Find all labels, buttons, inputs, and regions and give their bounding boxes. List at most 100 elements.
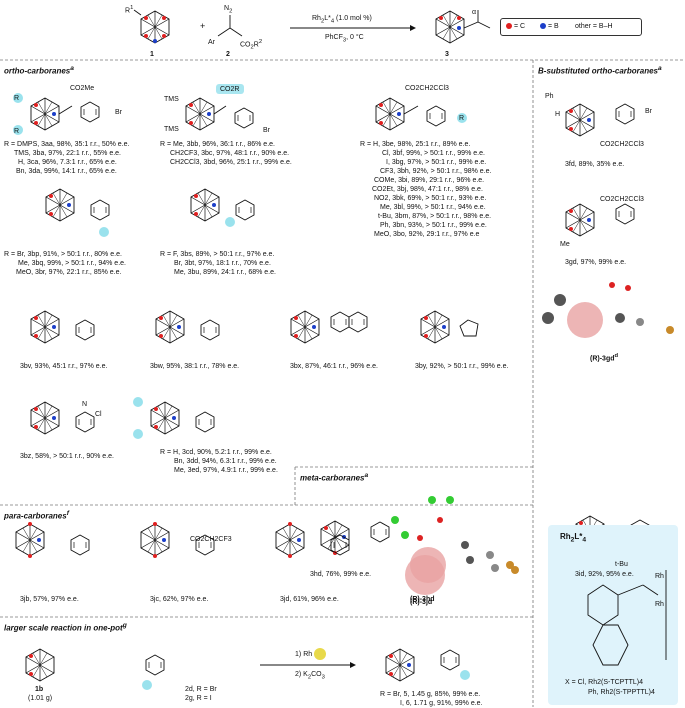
legend-boron: = B: [540, 22, 559, 31]
ortho-block1: R = DMPS, 3aa, 98%, 35:1 r.r., 50% e.e.T…: [4, 141, 130, 175]
para-xray-3jd: [391, 516, 519, 595]
scale-product-structure: [385, 648, 470, 682]
scale-2g-label: 2g, R = I: [185, 695, 212, 702]
ortho-block5: R = F, 3bs, 89%, > 50:1 r.r., 97% e.e.Br…: [160, 251, 276, 276]
label-n2: N2: [224, 5, 233, 15]
para-header: para-carboranesf: [4, 510, 69, 521]
ortho-block3: R = H, 3be, 98%, 25:1 r.r., 89% e.e.Cl, …: [360, 141, 492, 238]
ome-label: CO2Me: [70, 85, 95, 92]
conditions-label: PhCF3, 0 °C: [325, 34, 364, 44]
meta-3hd-label: 3hd, 76%, 99% e.e.: [310, 571, 372, 578]
ester-label-a: CO2CH2CCl3: [405, 85, 449, 92]
ortho-block4: R = Br, 3bp, 91%, > 50:1 r.r., 80% e.e.M…: [4, 251, 126, 276]
co2r-label: CO2R: [220, 86, 240, 93]
bsub-3fd-label: 3fd, 89%, 35% e.e.: [565, 161, 625, 168]
scale-2d-label: 2d, R = Br: [185, 686, 217, 693]
ortho-header: ortho-carboranesa: [4, 65, 74, 76]
scale-1b-mass: (1.01 g): [28, 695, 53, 702]
scale-1b-label: 1b: [35, 686, 44, 693]
bsub-xray-label: (R)-3gdd: [590, 353, 619, 363]
scale-1b-structure: [25, 648, 55, 682]
compound-3-structure: [435, 10, 491, 44]
ortho-3by-structure: [420, 310, 479, 344]
r-label-b: R: [14, 128, 20, 135]
cl-label: Cl: [95, 411, 102, 418]
rh-title: Rh2L*4: [560, 532, 587, 544]
label-1: 1: [150, 51, 154, 58]
catalyst-label: Rh2L*4 (1.0 mol %): [312, 15, 372, 25]
ortho-3bv-structure: [30, 310, 95, 344]
ester-cf3-label: CO2CH2CF3: [190, 536, 232, 543]
bsub-3gd-label: 3gd, 97%, 99% e.e.: [565, 259, 627, 266]
br-label-b: Br: [263, 127, 270, 134]
ortho-3be-structure: [375, 97, 467, 131]
rh-tbu: t-Bu: [615, 561, 628, 568]
meta-xray-label: (R)-3hd: [410, 596, 435, 603]
meta-header: meta-carboranesa: [300, 472, 369, 483]
br-label-c: Br: [645, 108, 652, 115]
para-xray-label: (R)-3jd: [410, 599, 433, 606]
br-label-a: Br: [115, 109, 122, 116]
r-label-c: R: [459, 115, 465, 122]
scale-2-structure: [142, 654, 165, 690]
ortho-3bx-label: 3bx, 87%, 46:1 r.r., 96% e.e.: [290, 363, 378, 370]
para-3jb-label: 3jb, 57%, 97% e.e.: [20, 596, 79, 603]
para-3jc-structure: [140, 522, 215, 558]
ester-label-c: CO2CH2CCl3: [600, 196, 644, 203]
ortho-3bp-structure: [45, 188, 110, 237]
label-alpha: α: [472, 9, 477, 16]
para-3jc-label: 3jc, 62%, 97% e.e.: [150, 596, 209, 603]
rh-catalyst-icon: [314, 648, 326, 660]
legend-other: other = B–H: [575, 23, 613, 30]
scale-step1: 1) Rh: [295, 651, 313, 658]
rh-atom-1: Rh: [655, 573, 664, 580]
ortho-3bs-structure: [190, 188, 255, 227]
label-3: 3: [445, 51, 449, 58]
scale-result2: I, 6, 1.71 g, 91%, 99% e.e.: [400, 700, 483, 707]
scale-result1: R = Br, 5, 1.45 g, 85%, 99% e.e.: [380, 691, 481, 698]
ortho-3bx-structure: [290, 310, 368, 344]
para-3jd-label: 3jd, 61%, 96% e.e.: [280, 596, 339, 603]
n-label: N: [82, 401, 88, 408]
ortho-block2: R = Me, 3bb, 96%, 36:1 r.r., 86% e.e.CH2…: [160, 141, 292, 166]
para-3jd-structure: [275, 522, 350, 558]
h-label: H: [555, 111, 561, 118]
ortho-3bv-label: 3bv, 93%, 45:1 r.r., 97% e.e.: [20, 363, 108, 370]
label-co2r2: CO2R2: [240, 39, 263, 51]
ortho-block6: R = H, 3cd, 90%, 5.2:1 r.r., 99% e.e.Bn,…: [160, 449, 278, 474]
rh-catalyst-box: [548, 525, 678, 705]
tms-label-b: TMS: [164, 126, 179, 133]
compound-2-structure: [217, 15, 243, 37]
para-3jb-structure: [15, 522, 90, 558]
rh-line1: X = Cl, Rh2(S-TCPTTL)4: [565, 679, 643, 686]
legend-box: [500, 18, 642, 36]
ortho-3bz-label: 3bz, 58%, > 50:1 r.r., 90% e.e.: [20, 453, 114, 460]
ortho-3bw-structure: [155, 310, 220, 344]
tms-label-a: TMS: [164, 96, 179, 103]
label-2: 2: [226, 51, 230, 58]
label-r1: R1: [125, 5, 134, 15]
ortho-3bb-structure: [185, 84, 254, 131]
scale-step2: 2) K2CO3: [295, 671, 325, 681]
bsub-3gd-structure: [565, 203, 635, 237]
carbon-dot-icon: [506, 23, 512, 30]
bsub-3fd-structure: [565, 103, 635, 137]
scale-header: larger scale reaction in one-potg: [4, 622, 127, 633]
rh-line2: Ph, Rh2(S-TPPTTL)4: [588, 689, 655, 696]
rh-atom-2: Rh: [655, 601, 664, 608]
plus-sign: +: [200, 21, 206, 31]
ester-label-b: CO2CH2CCl3: [600, 141, 644, 148]
ortho-3cd-structure: [133, 397, 215, 439]
label-ar: Ar: [208, 39, 215, 46]
compound-1-structure: [133, 9, 170, 44]
rh-catalyst-structure: [587, 570, 667, 666]
ortho-3bw-label: 3bw, 95%, 38:1 r.r., 78% e.e.: [150, 363, 240, 370]
meta-3id-label: 3id, 92%, 95% e.e.: [575, 571, 634, 578]
ph-label: Ph: [545, 93, 554, 100]
bsub-header: B-substituted ortho-carboranesa: [538, 65, 662, 76]
legend-carbon: = C: [506, 22, 525, 31]
ortho-3bz-structure: [30, 401, 95, 435]
ortho-3aa-structure: [13, 93, 100, 135]
me-label: Me: [560, 241, 570, 248]
